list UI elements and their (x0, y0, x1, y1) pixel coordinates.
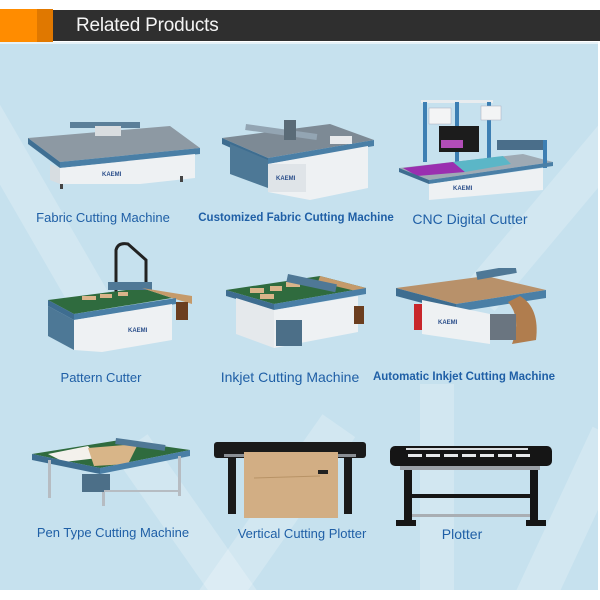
svg-text:KAEMI: KAEMI (128, 328, 148, 334)
section-header: Related Products (0, 9, 600, 43)
product-label[interactable]: Automatic Inkjet Cutting Machine (372, 371, 556, 383)
pen-plotter-table-image (32, 437, 190, 506)
product-label[interactable]: Customized Fabric Cutting Machine (198, 212, 394, 224)
standing-plotter-image (390, 446, 552, 526)
svg-text:KAEMI: KAEMI (438, 320, 458, 326)
vertical-plotter-with-paper-image (214, 442, 366, 518)
svg-text:KAEMI: KAEMI (453, 186, 473, 192)
product-label[interactable]: Fabric Cutting Machine (36, 210, 170, 225)
pattern-cutter-with-camera-arm-image: KAEMI (48, 242, 192, 352)
header-accent-edge (37, 9, 53, 42)
product-label[interactable]: Pattern Cutter (60, 370, 142, 385)
header-bar (52, 10, 600, 41)
product-label[interactable]: CNC Digital Cutter (412, 211, 528, 227)
watermark-stripe (420, 384, 454, 590)
header-accent-block (0, 9, 40, 43)
cnc-cutter-with-monitor-image: KAEMI (399, 100, 553, 200)
product-label[interactable]: Inkjet Cutting Machine (220, 369, 360, 385)
roll-fed-inkjet-cutter-image: KAEMI (396, 268, 546, 344)
product-label[interactable]: Pen Type Cutting Machine (36, 525, 190, 540)
svg-text:KAEMI: KAEMI (276, 176, 296, 182)
section-title: Related Products (76, 15, 219, 36)
svg-text:KAEMI: KAEMI (102, 172, 122, 178)
inkjet-cutting-table-image (226, 274, 366, 348)
product-label[interactable]: Vertical Cutting Plotter (237, 526, 367, 541)
product-label[interactable]: Plotter (441, 526, 483, 542)
flatbed-cutter-with-cabinet-image: KAEMI (222, 120, 374, 200)
flatbed-cutting-table-image: KAEMI (28, 122, 200, 189)
